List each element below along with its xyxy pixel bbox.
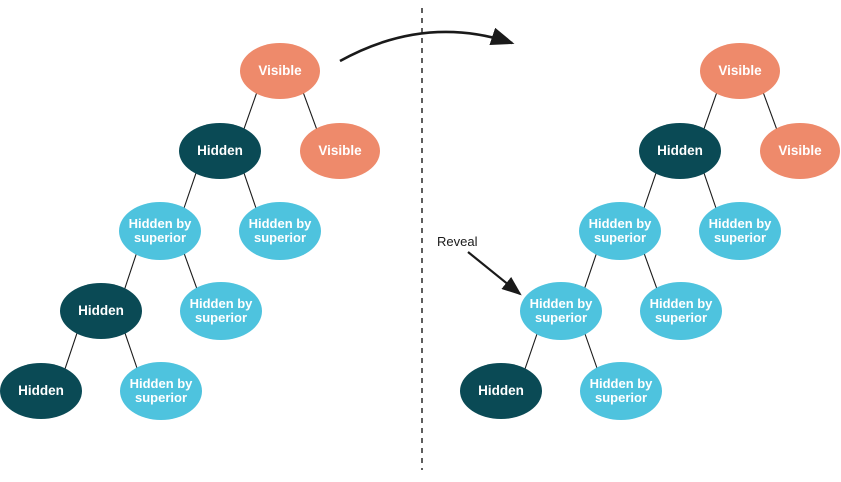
tree-edge — [643, 253, 658, 289]
tree-edge — [584, 333, 598, 369]
node-hidden[interactable]: Hidden — [179, 123, 261, 179]
node-hidden-by-superior[interactable]: Hidden by superior — [520, 282, 602, 340]
node-label: Visible — [778, 142, 822, 158]
node-visible[interactable]: Visible — [700, 43, 780, 99]
node-label: Hidden — [197, 142, 243, 158]
node-hidden-by-superior[interactable]: Hidden by superior — [640, 282, 722, 340]
node-label: Hidden by superior — [129, 375, 193, 405]
node-label: Hidden by superior — [529, 295, 593, 325]
node-hidden-by-superior[interactable]: Hidden by superior — [239, 202, 321, 260]
node-label: Visible — [258, 62, 302, 78]
node-label: Visible — [718, 62, 762, 78]
node-label: Hidden by superior — [649, 295, 713, 325]
tree-edge — [302, 92, 318, 130]
tree-edge — [524, 333, 538, 370]
tree-edge — [183, 172, 197, 209]
tree-edge — [703, 172, 717, 209]
tree-edge — [243, 92, 258, 130]
node-label: Visible — [318, 142, 362, 158]
node-label: Hidden by superior — [189, 295, 253, 325]
node-visible[interactable]: Visible — [240, 43, 320, 99]
node-hidden[interactable]: Hidden — [460, 363, 542, 419]
node-hidden-by-superior[interactable]: Hidden by superior — [180, 282, 262, 340]
node-label: Hidden by superior — [708, 215, 772, 245]
tree-edge — [703, 92, 718, 130]
node-label: Hidden — [78, 302, 124, 318]
node-hidden-by-superior[interactable]: Hidden by superior — [580, 362, 662, 420]
reveal-annotation-label: Reveal — [437, 234, 478, 249]
node-hidden-by-superior[interactable]: Hidden by superior — [699, 202, 781, 260]
node-hidden[interactable]: Hidden — [0, 363, 82, 419]
node-label: Hidden by superior — [248, 215, 312, 245]
tree-edge — [124, 253, 137, 290]
reveal-arrow — [467, 251, 522, 296]
tree-edge — [183, 253, 198, 289]
node-hidden[interactable]: Hidden — [639, 123, 721, 179]
node-visible[interactable]: Visible — [760, 123, 840, 179]
node-hidden-by-superior[interactable]: Hidden by superior — [579, 202, 661, 260]
tree-edge — [243, 172, 257, 209]
tree-edge — [124, 332, 138, 369]
node-label: Hidden by superior — [589, 375, 653, 405]
tree-edge — [762, 92, 778, 130]
transition-arrow — [339, 27, 515, 63]
node-hidden-by-superior[interactable]: Hidden by superior — [120, 362, 202, 420]
node-label: Hidden — [18, 382, 64, 398]
tree-edge — [584, 253, 597, 289]
node-label: Hidden — [478, 382, 524, 398]
tree-edge — [643, 172, 657, 209]
node-hidden-by-superior[interactable]: Hidden by superior — [119, 202, 201, 260]
node-hidden[interactable]: Hidden — [60, 283, 142, 339]
node-label: Hidden by superior — [128, 215, 192, 245]
node-label: Hidden by superior — [588, 215, 652, 245]
tree-edge — [64, 332, 78, 370]
node-visible[interactable]: Visible — [300, 123, 380, 179]
node-label: Hidden — [657, 142, 703, 158]
